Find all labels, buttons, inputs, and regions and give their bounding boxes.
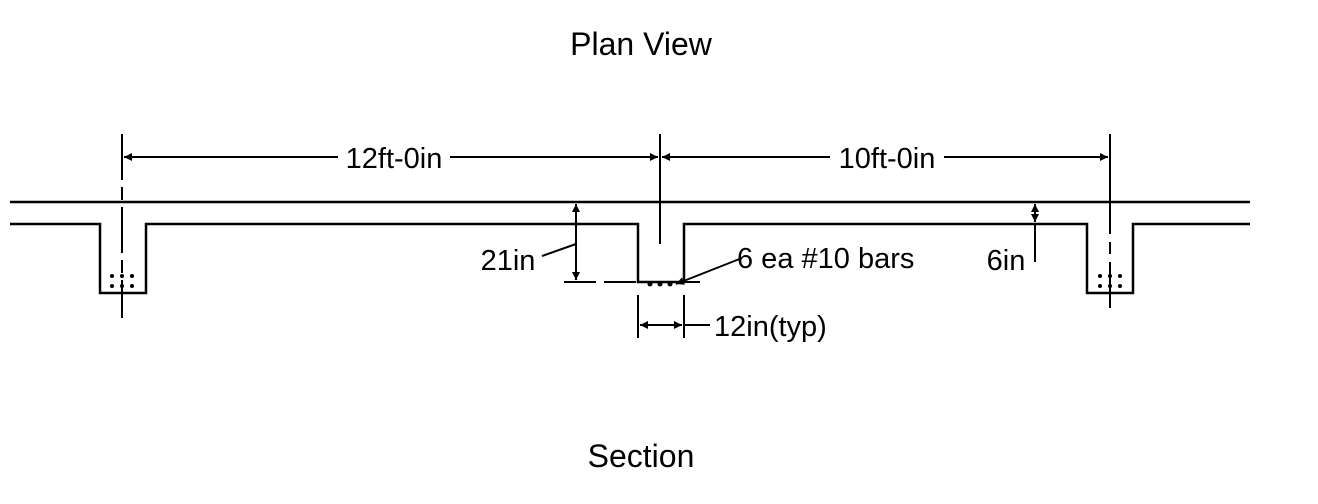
rebar-dot (647, 281, 653, 287)
rebar-dot (120, 284, 124, 288)
rebar-dot (120, 274, 124, 278)
rebar-dot (667, 281, 673, 287)
rebar-dot (1098, 284, 1102, 288)
rebar-dots (110, 274, 1122, 288)
rebar-dot (130, 274, 134, 278)
rebar-dot (1098, 274, 1102, 278)
slab-thickness-label: 6in (987, 245, 1026, 277)
plan-view-title: Plan View (570, 26, 713, 62)
rebar-dot (1108, 284, 1112, 288)
rebar-dot (1108, 274, 1112, 278)
beam-width-dimension (637, 295, 710, 338)
beam-depth-dimension (541, 204, 700, 283)
rebar-leader-line (675, 257, 743, 285)
rebar-dot (657, 281, 663, 287)
beam-width-label: 12in(typ) (714, 311, 827, 343)
rebar-dot (1118, 274, 1122, 278)
rebar-note-label: 6 ea #10 bars (737, 243, 914, 275)
rebar-dot (110, 284, 114, 288)
rebar-dot (110, 274, 114, 278)
beam-centerlines (121, 134, 1111, 318)
section-title: Section (588, 438, 695, 474)
span-left-label: 12ft-0in (346, 143, 443, 175)
beam-depth-label: 21in (481, 245, 536, 277)
span-right-label: 10ft-0in (839, 143, 936, 175)
rebar-dot (130, 284, 134, 288)
rebar-dot (1118, 284, 1122, 288)
